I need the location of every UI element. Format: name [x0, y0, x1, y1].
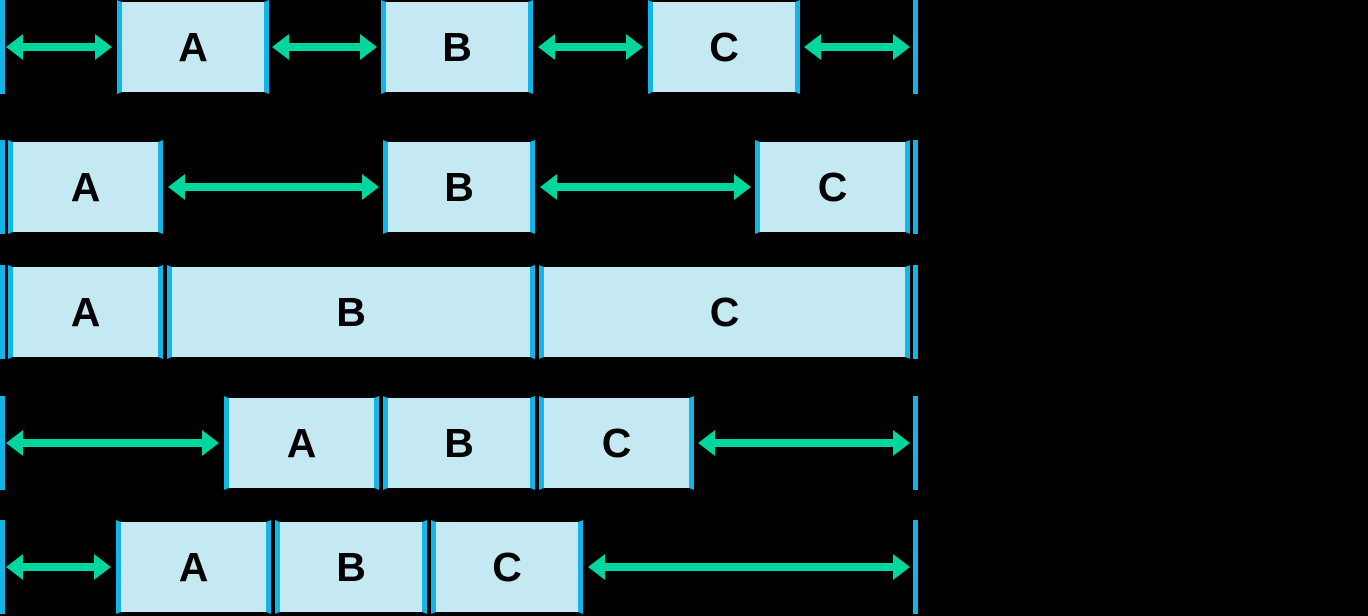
flex-item-box: B: [383, 396, 535, 490]
flex-item-box: B: [383, 140, 535, 234]
gap-arrow-left: [6, 430, 219, 456]
flex-item-label: C: [492, 543, 522, 590]
container-left-boundary: [0, 265, 5, 359]
flex-item-box: B: [381, 0, 533, 94]
flex-item-box: A: [224, 396, 379, 490]
gap-arrow-bc: [540, 174, 751, 200]
flex-item-label: B: [444, 163, 474, 210]
gap-arrow-ab: [168, 174, 379, 200]
gap-arrow-left: [6, 34, 112, 60]
flex-item-label: A: [178, 23, 208, 70]
row-center: A B C: [0, 396, 920, 490]
flex-item-box: C: [431, 520, 583, 614]
gap-arrow-right: [698, 430, 910, 456]
row-space-around: A B C: [0, 0, 920, 94]
flex-item-box: A: [8, 140, 163, 234]
gap-arrow-right: [588, 554, 910, 580]
flex-item-label: C: [817, 163, 848, 210]
flex-item-box: C: [755, 140, 910, 234]
flex-item-label: C: [601, 419, 632, 466]
gap-arrow-bc: [538, 34, 643, 60]
container-right-boundary: [913, 140, 918, 234]
flex-item-label: B: [336, 543, 366, 590]
flex-item-box: B: [275, 520, 427, 614]
container-right-boundary: [913, 0, 918, 94]
flex-item-label: B: [336, 288, 366, 335]
flex-item-label: C: [709, 288, 740, 335]
flex-item-box: A: [117, 0, 269, 94]
flex-item-label: A: [178, 543, 209, 590]
gap-arrow-left: [6, 554, 111, 580]
flex-item-label: B: [442, 23, 472, 70]
flex-item-box: C: [539, 265, 910, 359]
gap-arrow-ab: [272, 34, 377, 60]
flex-item-box: C: [648, 0, 800, 94]
container-left-boundary: [0, 396, 5, 490]
flex-item-box: A: [8, 265, 163, 359]
gap-arrow-right: [804, 34, 910, 60]
container-right-boundary: [913, 265, 918, 359]
row-stretch-fill: A B C: [0, 265, 920, 359]
container-left-boundary: [0, 520, 5, 614]
row-space-between: A B C: [0, 140, 920, 234]
flex-item-label: B: [444, 419, 474, 466]
flex-item-box: B: [167, 265, 535, 359]
flex-item-label: C: [709, 23, 739, 70]
container-right-boundary: [913, 396, 918, 490]
flex-item-label: A: [286, 419, 317, 466]
flex-item-box: A: [116, 520, 271, 614]
flex-item-label: A: [70, 163, 101, 210]
container-right-boundary: [913, 520, 918, 614]
flex-item-box: C: [539, 396, 694, 490]
container-left-boundary: [0, 140, 5, 234]
container-left-boundary: [0, 0, 5, 94]
row-flex-start-offset: A B C: [0, 520, 920, 614]
flex-item-label: A: [70, 288, 101, 335]
